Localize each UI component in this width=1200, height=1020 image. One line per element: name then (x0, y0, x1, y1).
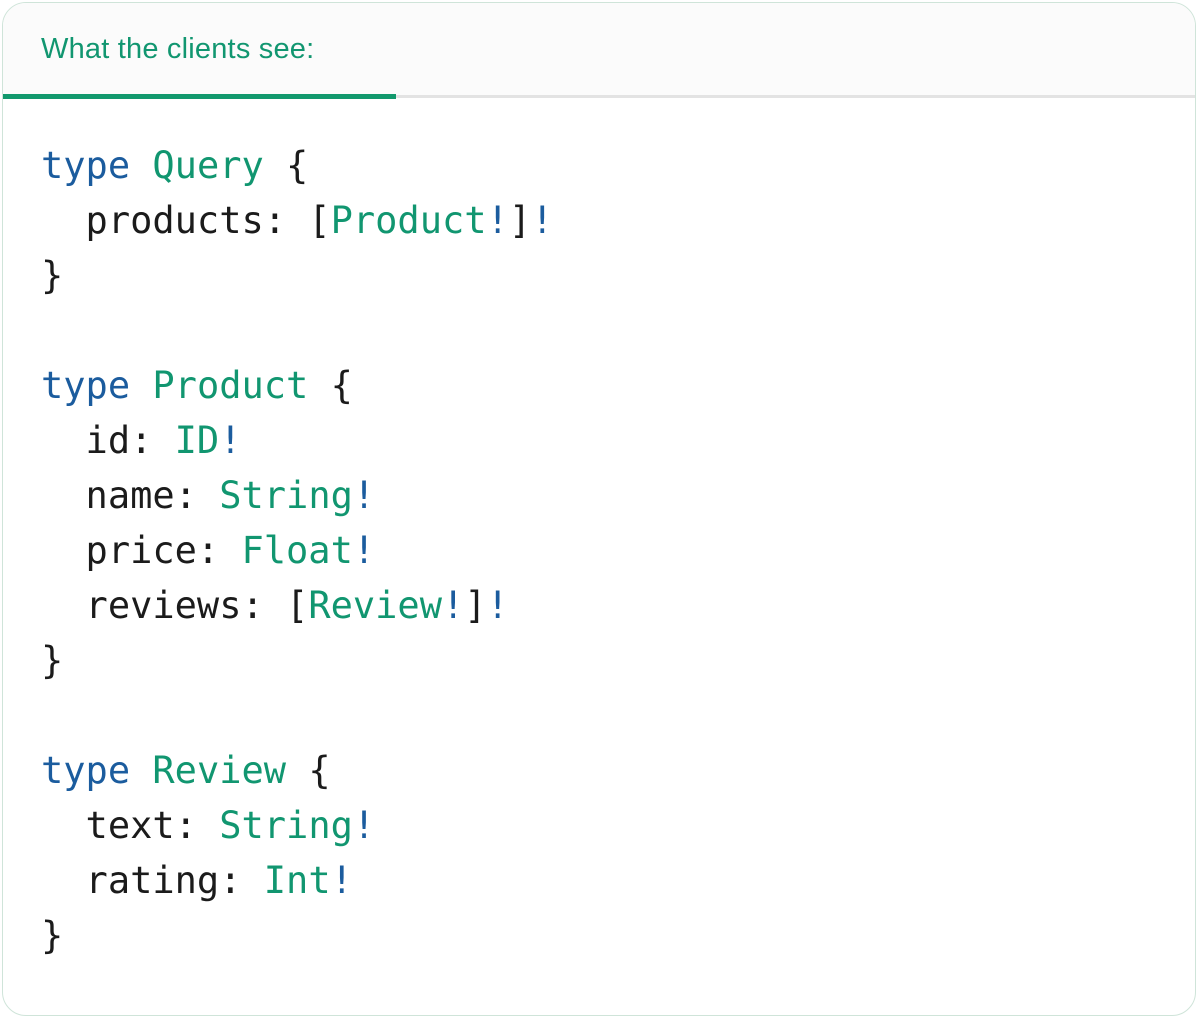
code-line: products: [Product!]! (41, 199, 554, 242)
code-line: } (41, 254, 64, 297)
code-line: type Query { (41, 144, 309, 187)
code-line: reviews: [Review!]! (41, 584, 509, 627)
code-line: price: Float! (41, 529, 376, 572)
tab-what-clients-see[interactable]: What the clients see: (3, 3, 314, 95)
code-line: } (41, 639, 64, 682)
code-line: id: ID! (41, 419, 242, 462)
code-block: type Query { products: [Product!]!} type … (3, 98, 1195, 963)
code-line: type Review { (41, 749, 331, 792)
code-line: type Product { (41, 364, 353, 407)
tab-label: What the clients see: (41, 32, 315, 65)
code-line (41, 303, 1171, 358)
code-line: text: String! (41, 804, 376, 847)
code-line: rating: Int! (41, 859, 353, 902)
tab-bar: What the clients see: (3, 3, 1195, 99)
code-line: name: String! (41, 474, 376, 517)
code-line: } (41, 914, 64, 957)
active-tab-underline (3, 94, 396, 99)
code-line (41, 688, 1171, 743)
